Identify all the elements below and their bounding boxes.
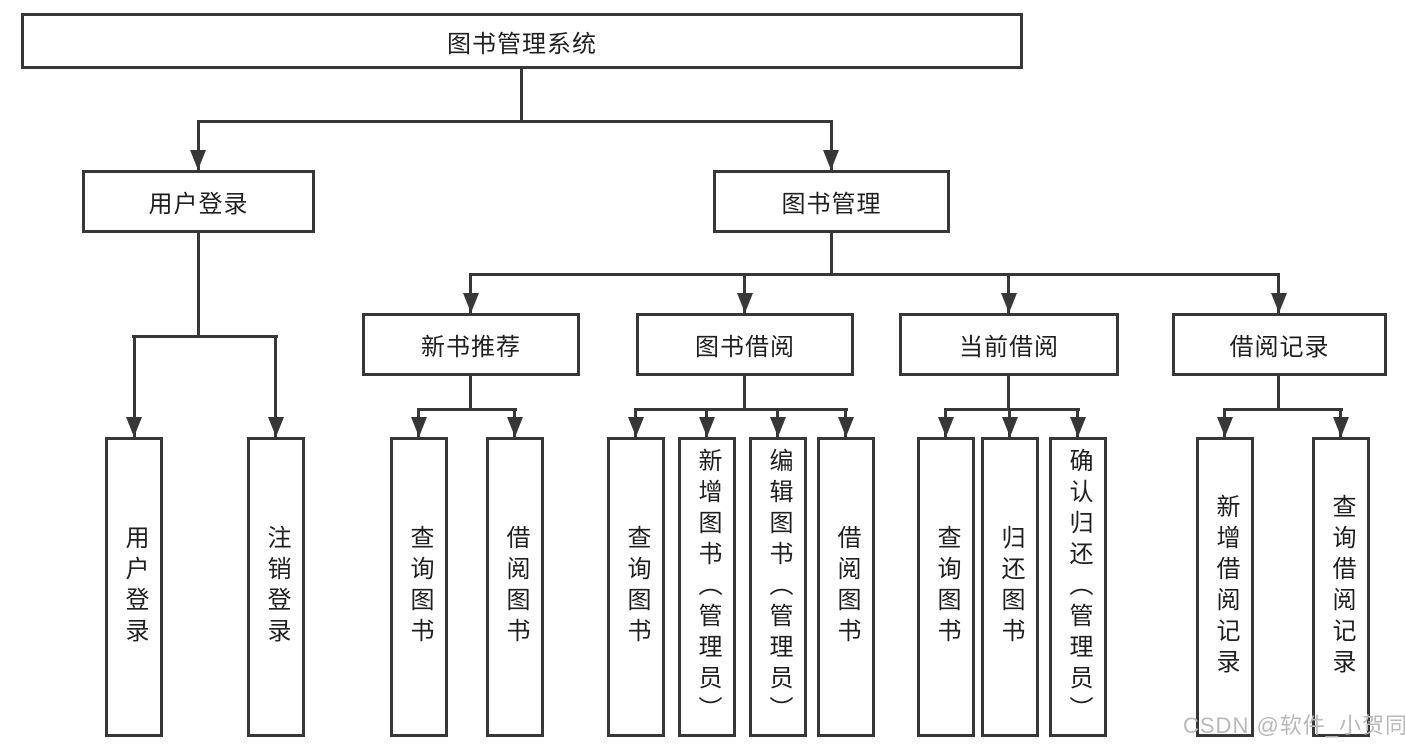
connector-line	[830, 233, 833, 273]
node-leaf-borrow-books-recommend: 借阅图书	[486, 437, 544, 737]
node-leaf-edit-books-admin: 编辑图书（管理员）	[749, 437, 807, 737]
node-leaf-query-borrow-record: 查询借阅记录	[1312, 437, 1370, 737]
arrowhead-icon	[737, 293, 753, 313]
arrowhead-icon	[628, 417, 644, 437]
connector-line	[469, 273, 1280, 276]
node-book-management: 图书管理	[713, 170, 950, 233]
arrowhead-icon	[190, 150, 206, 170]
node-current-borrow: 当前借阅	[899, 313, 1119, 376]
arrowhead-icon	[1271, 293, 1287, 313]
node-leaf-return-books: 归还图书	[981, 437, 1039, 737]
node-user-login: 用户登录	[82, 170, 315, 233]
arrowhead-icon	[126, 417, 142, 437]
arrowhead-icon	[268, 417, 284, 437]
node-leaf-add-borrow-record: 新增借阅记录	[1196, 437, 1254, 737]
connector-line	[520, 68, 523, 120]
arrowhead-icon	[770, 417, 786, 437]
arrowhead-icon	[938, 417, 954, 437]
node-borrow-records: 借阅记录	[1172, 313, 1387, 376]
node-leaf-query-books-borrow: 查询图书	[607, 437, 665, 737]
node-leaf-logout: 注销登录	[247, 437, 305, 737]
node-leaf-borrow-books: 借阅图书	[817, 437, 875, 737]
connector-line	[469, 376, 472, 408]
connector-line	[944, 408, 1080, 411]
node-leaf-user-login: 用户登录	[105, 437, 163, 737]
node-leaf-query-books-current: 查询图书	[917, 437, 975, 737]
arrowhead-icon	[507, 417, 523, 437]
connector-line	[197, 120, 200, 170]
arrowhead-icon	[838, 417, 854, 437]
connector-line	[417, 408, 517, 411]
node-library-management-system: 图书管理系统	[21, 13, 1023, 69]
connector-line	[634, 408, 848, 411]
csdn-watermark: CSDN @软件_小贺同学	[1183, 713, 1405, 738]
arrowhead-icon	[1333, 417, 1349, 437]
node-leaf-confirm-return-admin: 确认归还（管理员）	[1049, 437, 1107, 737]
arrowhead-icon	[1217, 417, 1233, 437]
arrowhead-icon	[1070, 417, 1086, 437]
arrowhead-icon	[463, 293, 479, 313]
node-new-book-recommend: 新书推荐	[362, 313, 580, 376]
connector-line	[132, 335, 278, 338]
connector-line	[197, 120, 832, 123]
arrowhead-icon	[1001, 293, 1017, 313]
arrowhead-icon	[1002, 417, 1018, 437]
connector-line	[743, 376, 746, 408]
connector-line	[1223, 408, 1343, 411]
arrowhead-icon	[699, 417, 715, 437]
connector-line	[830, 120, 833, 170]
node-leaf-add-books-admin: 新增图书（管理员）	[678, 437, 736, 737]
node-leaf-query-books-recommend: 查询图书	[390, 437, 448, 737]
connector-line	[1277, 376, 1280, 408]
node-book-borrow: 图书借阅	[636, 313, 854, 376]
connector-line	[274, 335, 277, 437]
connector-line	[197, 233, 200, 335]
arrowhead-icon	[823, 150, 839, 170]
connector-line	[1007, 376, 1010, 408]
arrowhead-icon	[411, 417, 427, 437]
connector-line	[133, 335, 136, 437]
